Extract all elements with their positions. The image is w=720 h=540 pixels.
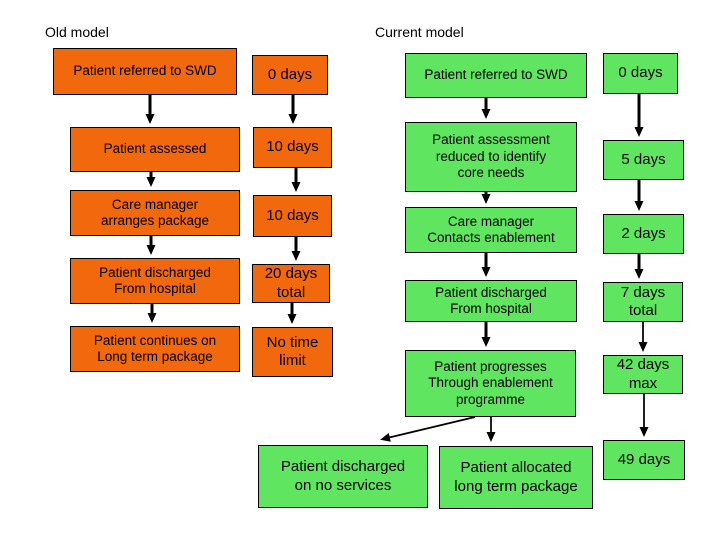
current-step-care-manager-box: Care manager Contacts enablement <box>405 207 577 253</box>
current-duration-7-days-total-box: 7 days total <box>603 282 683 322</box>
old-duration-10-days-2-box: 10 days <box>253 195 332 237</box>
current-step-discharged-box: Patient discharged From hospital <box>405 280 577 322</box>
current-model-title: Current model <box>375 24 464 40</box>
old-duration-no-time-limit-box: No time limit <box>252 327 333 377</box>
outcome-allocated-long-term-box: Patient allocated long term package <box>439 446 593 509</box>
current-duration-42-days-max-box: 42 days max <box>603 355 683 394</box>
old-step-discharged-box: Patient discharged From hospital <box>70 258 240 304</box>
old-duration-20-days-total-box: 20 days total <box>252 264 330 303</box>
old-model-title: Old model <box>45 24 109 40</box>
old-step-referred-box: Patient referred to SWD <box>53 48 237 95</box>
current-duration-49-days-box: 49 days <box>603 440 685 480</box>
current-duration-2-days-box: 2 days <box>603 214 684 254</box>
old-step-care-manager-box: Care manager arranges package <box>70 190 240 236</box>
old-step-assessed-box: Patient assessed <box>70 127 240 172</box>
old-step-continues-box: Patient continues on Long term package <box>70 326 240 372</box>
old-duration-10-days-box: 10 days <box>253 127 332 168</box>
current-duration-0-days-box: 0 days <box>603 53 678 94</box>
arrow-to-discharged-no-services <box>380 416 476 442</box>
outcome-discharged-no-services-box: Patient discharged on no services <box>258 445 428 508</box>
current-step-referred-box: Patient referred to SWD <box>405 53 587 98</box>
current-duration-5-days-box: 5 days <box>603 140 684 180</box>
current-step-progresses-box: Patient progresses Through enablement pr… <box>405 350 576 417</box>
old-duration-0-days-box: 0 days <box>252 55 328 95</box>
current-step-assessment-box: Patient assessment reduced to identify c… <box>405 122 577 192</box>
